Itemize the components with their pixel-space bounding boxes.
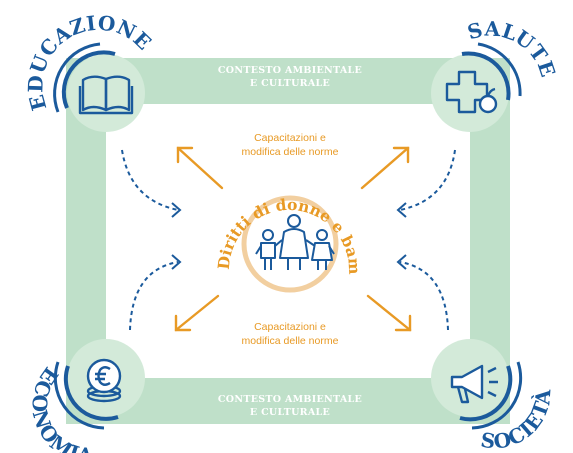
corner-educazione: EDUCAZIONE <box>23 10 156 132</box>
influence-arrows <box>121 149 456 331</box>
bottom-band-line1: CONTESTO AMBIENTALE <box>218 394 362 405</box>
medical-cross-apple-icon <box>445 70 498 114</box>
top-band-line1: CONTESTO AMBIENTALE <box>218 65 362 76</box>
note-bottom-line1: Capacitazioni e <box>254 321 326 333</box>
bottom-band-line2: E CULTURALE <box>250 407 330 418</box>
corner-salute: SALUTE <box>431 17 560 132</box>
note-bottom-line2: modifica delle norme <box>242 335 339 347</box>
note-top-line2: modifica delle norme <box>242 146 339 158</box>
corner-societa: SOCIETÀ <box>431 339 555 453</box>
corner-economia: ECONOMIA <box>27 339 145 453</box>
note-top-line1: Capacitazioni e <box>254 132 326 144</box>
family-icon <box>255 214 335 270</box>
arrow-heads <box>171 202 407 270</box>
megaphone-icon <box>450 364 498 404</box>
euro-coin-icon <box>86 358 122 403</box>
top-band-line2: E CULTURALE <box>250 78 330 89</box>
book-icon <box>78 75 134 115</box>
empowerment-arrows <box>174 146 412 332</box>
